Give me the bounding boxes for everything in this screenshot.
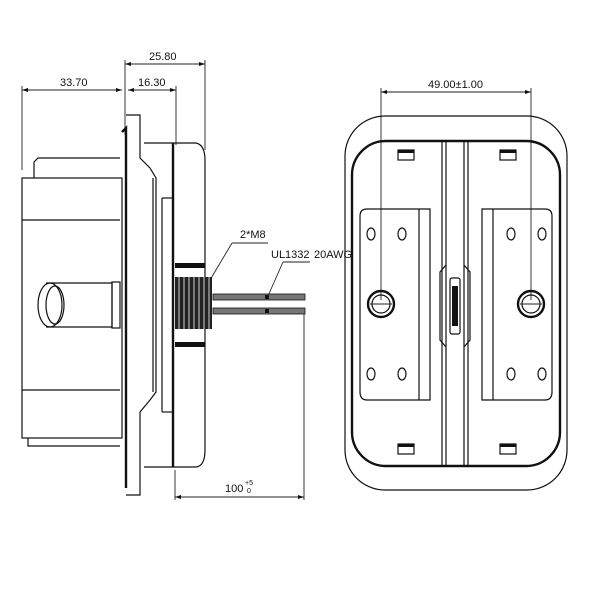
- inner-housing-outline: [350, 139, 562, 468]
- callout-wire-spec: UL1332 20AWG: [267, 249, 352, 297]
- dim-label-wire-length: 100: [225, 483, 243, 495]
- mounting-flange: [121, 114, 163, 496]
- dimension-flange-to-back: 16.30: [128, 77, 177, 145]
- dim-tolerance-upper: +5: [245, 480, 253, 487]
- side-view: 25.80 33.70 16.30: [21, 51, 352, 500]
- threaded-stud: [175, 277, 212, 329]
- callout-label-wire-gauge: 20AWG: [314, 249, 352, 261]
- dim-label-stud-spacing: 49.00±1.00: [428, 79, 483, 91]
- lead-wires: [212, 293, 306, 315]
- dimension-body-length: 33.70: [21, 77, 122, 170]
- callout-label-wire-spec: UL1332: [271, 249, 310, 261]
- callout-stud-thread: 2*M8: [209, 229, 268, 281]
- dimension-overall-depth: 25.80: [124, 51, 206, 150]
- outer-housing-outline: [344, 115, 568, 491]
- stud-hole-right: [516, 289, 546, 319]
- front-view: 49.00±1.00: [344, 79, 568, 491]
- dimension-wire-length: 100 +5 0: [174, 314, 305, 500]
- connector-housing: [21, 157, 123, 447]
- dimension-stud-spacing: 49.00±1.00: [380, 79, 532, 300]
- center-divider: [439, 141, 471, 466]
- dim-tolerance-lower: 0: [247, 488, 251, 495]
- contact-pin: [37, 281, 121, 329]
- dim-label-overall-depth: 25.80: [149, 51, 177, 63]
- terminal-plate-left: [359, 208, 431, 401]
- callout-label-stud-thread: 2*M8: [240, 229, 266, 241]
- terminal-plate-right: [481, 208, 553, 401]
- latch-slots: [397, 149, 517, 455]
- dim-label-body-length: 33.70: [60, 77, 88, 89]
- dim-label-flange-to-back: 16.30: [138, 77, 166, 89]
- stud-hole-left: [366, 289, 396, 319]
